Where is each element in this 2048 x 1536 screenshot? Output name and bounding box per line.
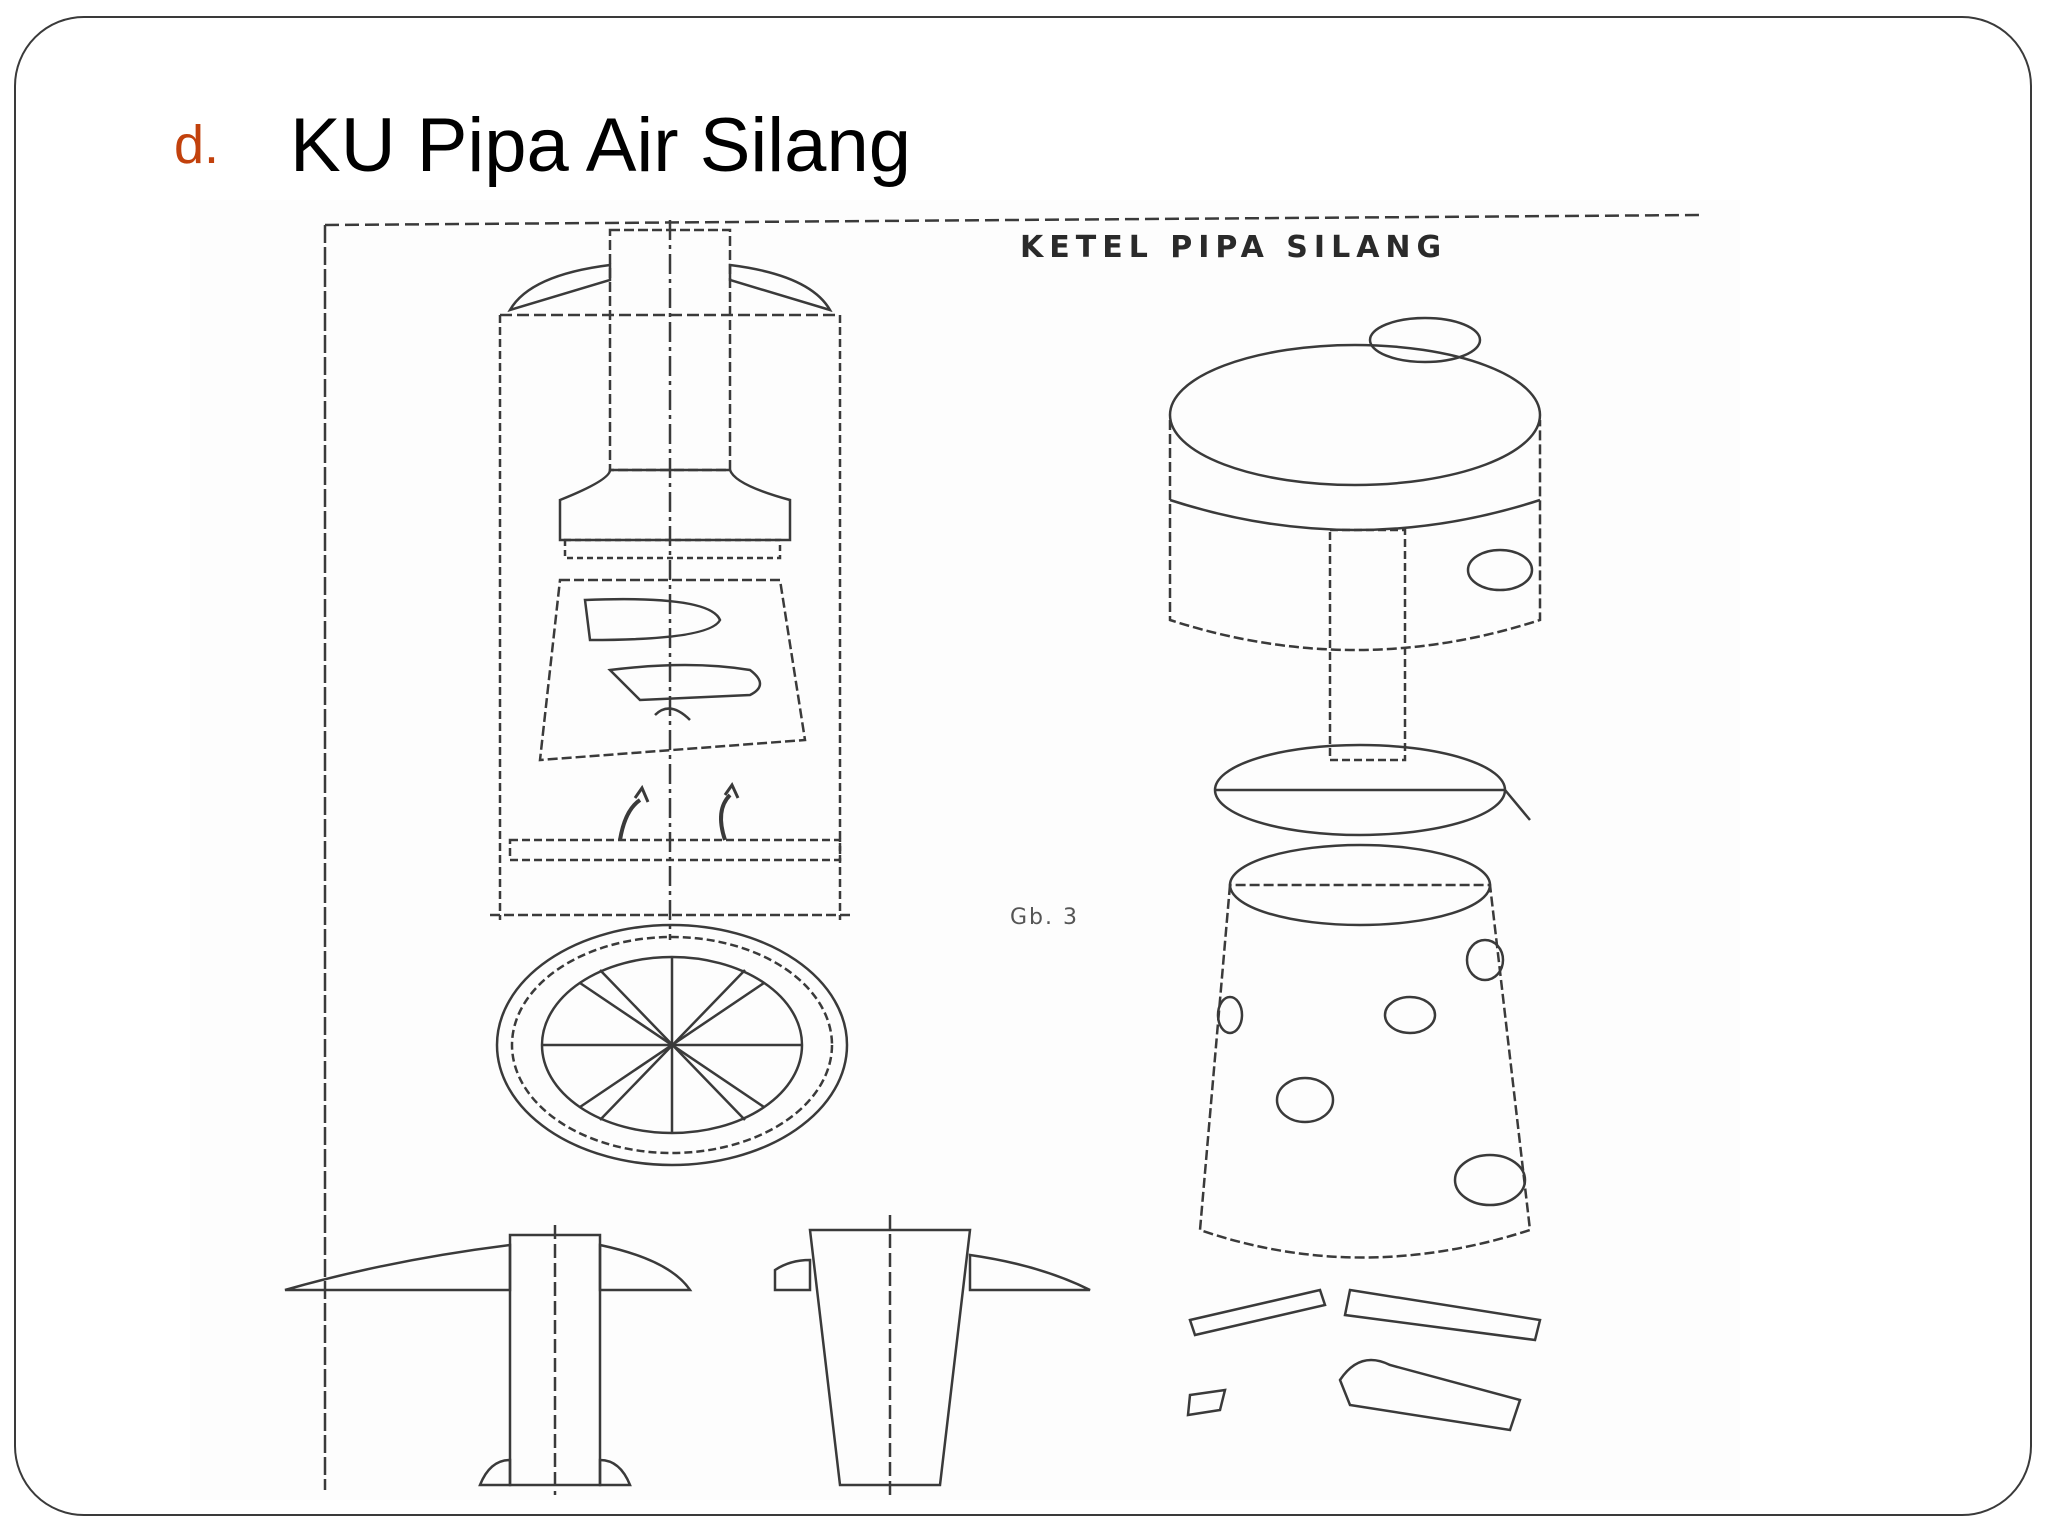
boiler-drawing: KETEL PIPA SILANG Gb. 3 [190, 200, 1740, 1500]
cross-tube-right [773, 1215, 1091, 1500]
slide-title: KU Pipa Air Silang [290, 102, 911, 188]
slide-title-row: d. KU Pipa Air Silang [174, 100, 911, 190]
plan-view [495, 923, 849, 1167]
drawing-title: KETEL PIPA SILANG [1020, 230, 1448, 265]
boiler-drawing-svg [284, 213, 1701, 1500]
drawing-figure-label: Gb. 3 [1010, 905, 1079, 930]
list-marker: d. [174, 115, 220, 175]
cross-tube-left [284, 1225, 693, 1495]
section-view [490, 220, 850, 940]
top-border-line [324, 213, 1701, 227]
isometric-view [1168, 316, 1542, 1432]
